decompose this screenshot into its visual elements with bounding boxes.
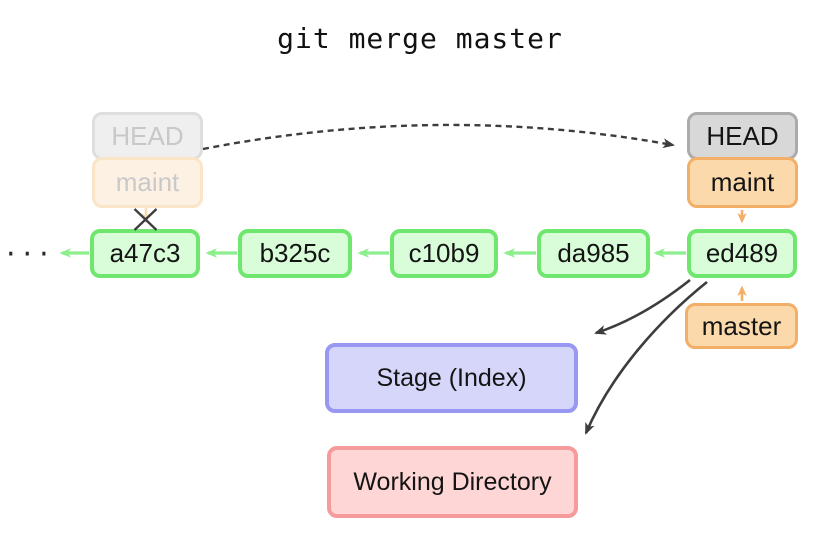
workdir-box: Working Directory bbox=[327, 446, 578, 518]
old-head-box: HEAD bbox=[92, 112, 203, 160]
head-box: HEAD bbox=[687, 112, 798, 160]
history-ellipsis: ··· bbox=[6, 237, 56, 272]
checkout-to-stage-arrow bbox=[594, 278, 691, 335]
deleted-pointer-cross-icon bbox=[133, 208, 158, 231]
commit-box: b325c bbox=[238, 229, 352, 278]
stage-box: Stage (Index) bbox=[325, 343, 578, 413]
commit-box: da985 bbox=[537, 229, 650, 278]
master-box: master bbox=[685, 303, 798, 349]
commit-box: ed489 bbox=[687, 229, 797, 278]
diagram-title: git merge master bbox=[277, 22, 563, 55]
maint-box: maint bbox=[687, 157, 798, 208]
commit-box: c10b9 bbox=[390, 229, 498, 278]
commit-box: a47c3 bbox=[90, 229, 200, 278]
old-maint-box: maint bbox=[92, 157, 203, 208]
head-move-dashed-arrow bbox=[202, 123, 675, 151]
